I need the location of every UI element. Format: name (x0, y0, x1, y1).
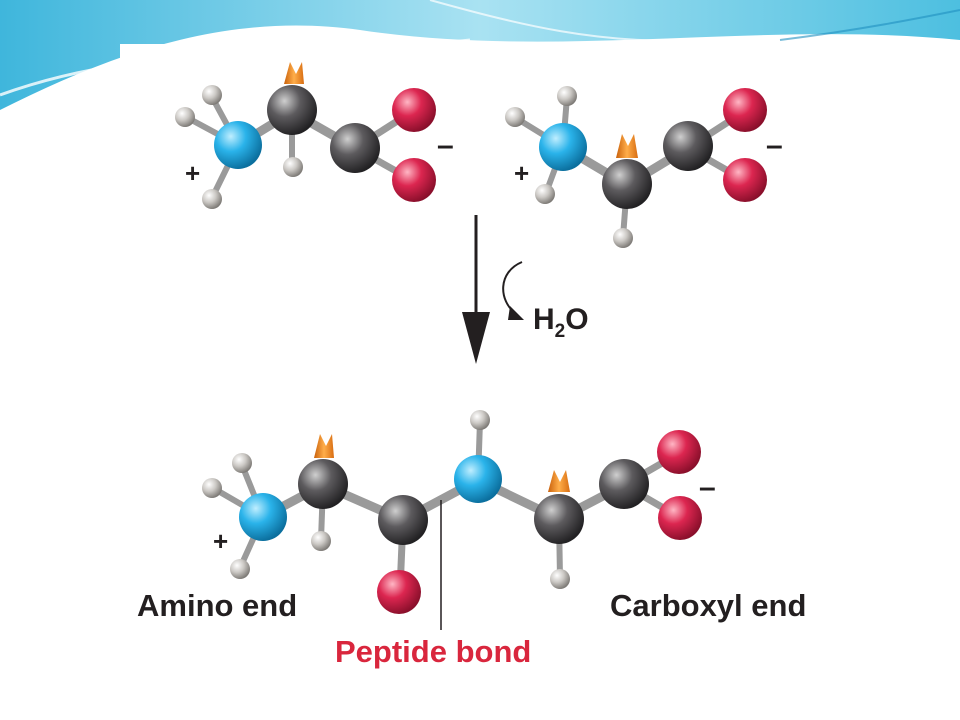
water-label: H2O (533, 303, 589, 342)
hydrogen-atom (283, 157, 303, 177)
hydrogen-atom (202, 189, 222, 209)
amino-end-label: Amino end (137, 588, 297, 623)
side-chain-r-group (548, 470, 570, 492)
carbonyl-carbon-atom (378, 495, 428, 545)
alpha-carbon-atom (534, 494, 584, 544)
hydrogen-atom (535, 184, 555, 204)
hydrogen-atom (311, 531, 331, 551)
positive-charge: + (514, 158, 529, 188)
reaction-arrow (462, 215, 524, 364)
oxygen-atom (723, 88, 767, 132)
hydrogen-atom (550, 569, 570, 589)
side-chain-r-group (314, 434, 334, 458)
alpha-carbon-atom (602, 159, 652, 209)
oxygen-atom (392, 158, 436, 202)
amino-acid-2: + – (505, 86, 783, 248)
alpha-carbon-atom (267, 85, 317, 135)
nitrogen-atom (539, 123, 587, 171)
carboxyl-end-label: Carboxyl end (610, 588, 806, 623)
peptide-bond-label: Peptide bond (335, 634, 531, 669)
hydrogen-atom (505, 107, 525, 127)
side-chain-r-group (616, 134, 638, 158)
arrow-head-icon (462, 312, 490, 364)
peptide-bond-diagram: + – + – (137, 62, 806, 669)
diagram-panel: + – + – (120, 44, 840, 720)
hydrogen-atom (557, 86, 577, 106)
hydrogen-atom (470, 410, 490, 430)
carboxyl-carbon-atom (330, 123, 380, 173)
amino-acid-1: + – (175, 62, 454, 209)
oxygen-atom (657, 430, 701, 474)
hydrogen-atom (175, 107, 195, 127)
side-chain-r-group (284, 62, 304, 84)
negative-charge: – (766, 129, 783, 162)
dipeptide: + – (202, 410, 716, 614)
oxygen-atom (658, 496, 702, 540)
nitrogen-atom (214, 121, 262, 169)
positive-charge: + (185, 158, 200, 188)
oxygen-atom (392, 88, 436, 132)
positive-charge: + (213, 526, 228, 556)
nitrogen-atom (239, 493, 287, 541)
negative-charge: – (437, 129, 454, 162)
hydrogen-atom (613, 228, 633, 248)
curved-arrow-icon (502, 261, 523, 315)
hydrogen-atom (202, 478, 222, 498)
oxygen-atom (723, 158, 767, 202)
carboxyl-carbon-atom (599, 459, 649, 509)
amide-nitrogen-atom (454, 455, 502, 503)
alpha-carbon-atom (298, 459, 348, 509)
carboxyl-carbon-atom (663, 121, 713, 171)
hydrogen-atom (202, 85, 222, 105)
negative-charge: – (699, 471, 716, 504)
hydrogen-atom (230, 559, 250, 579)
hydrogen-atom (232, 453, 252, 473)
oxygen-atom (377, 570, 421, 614)
